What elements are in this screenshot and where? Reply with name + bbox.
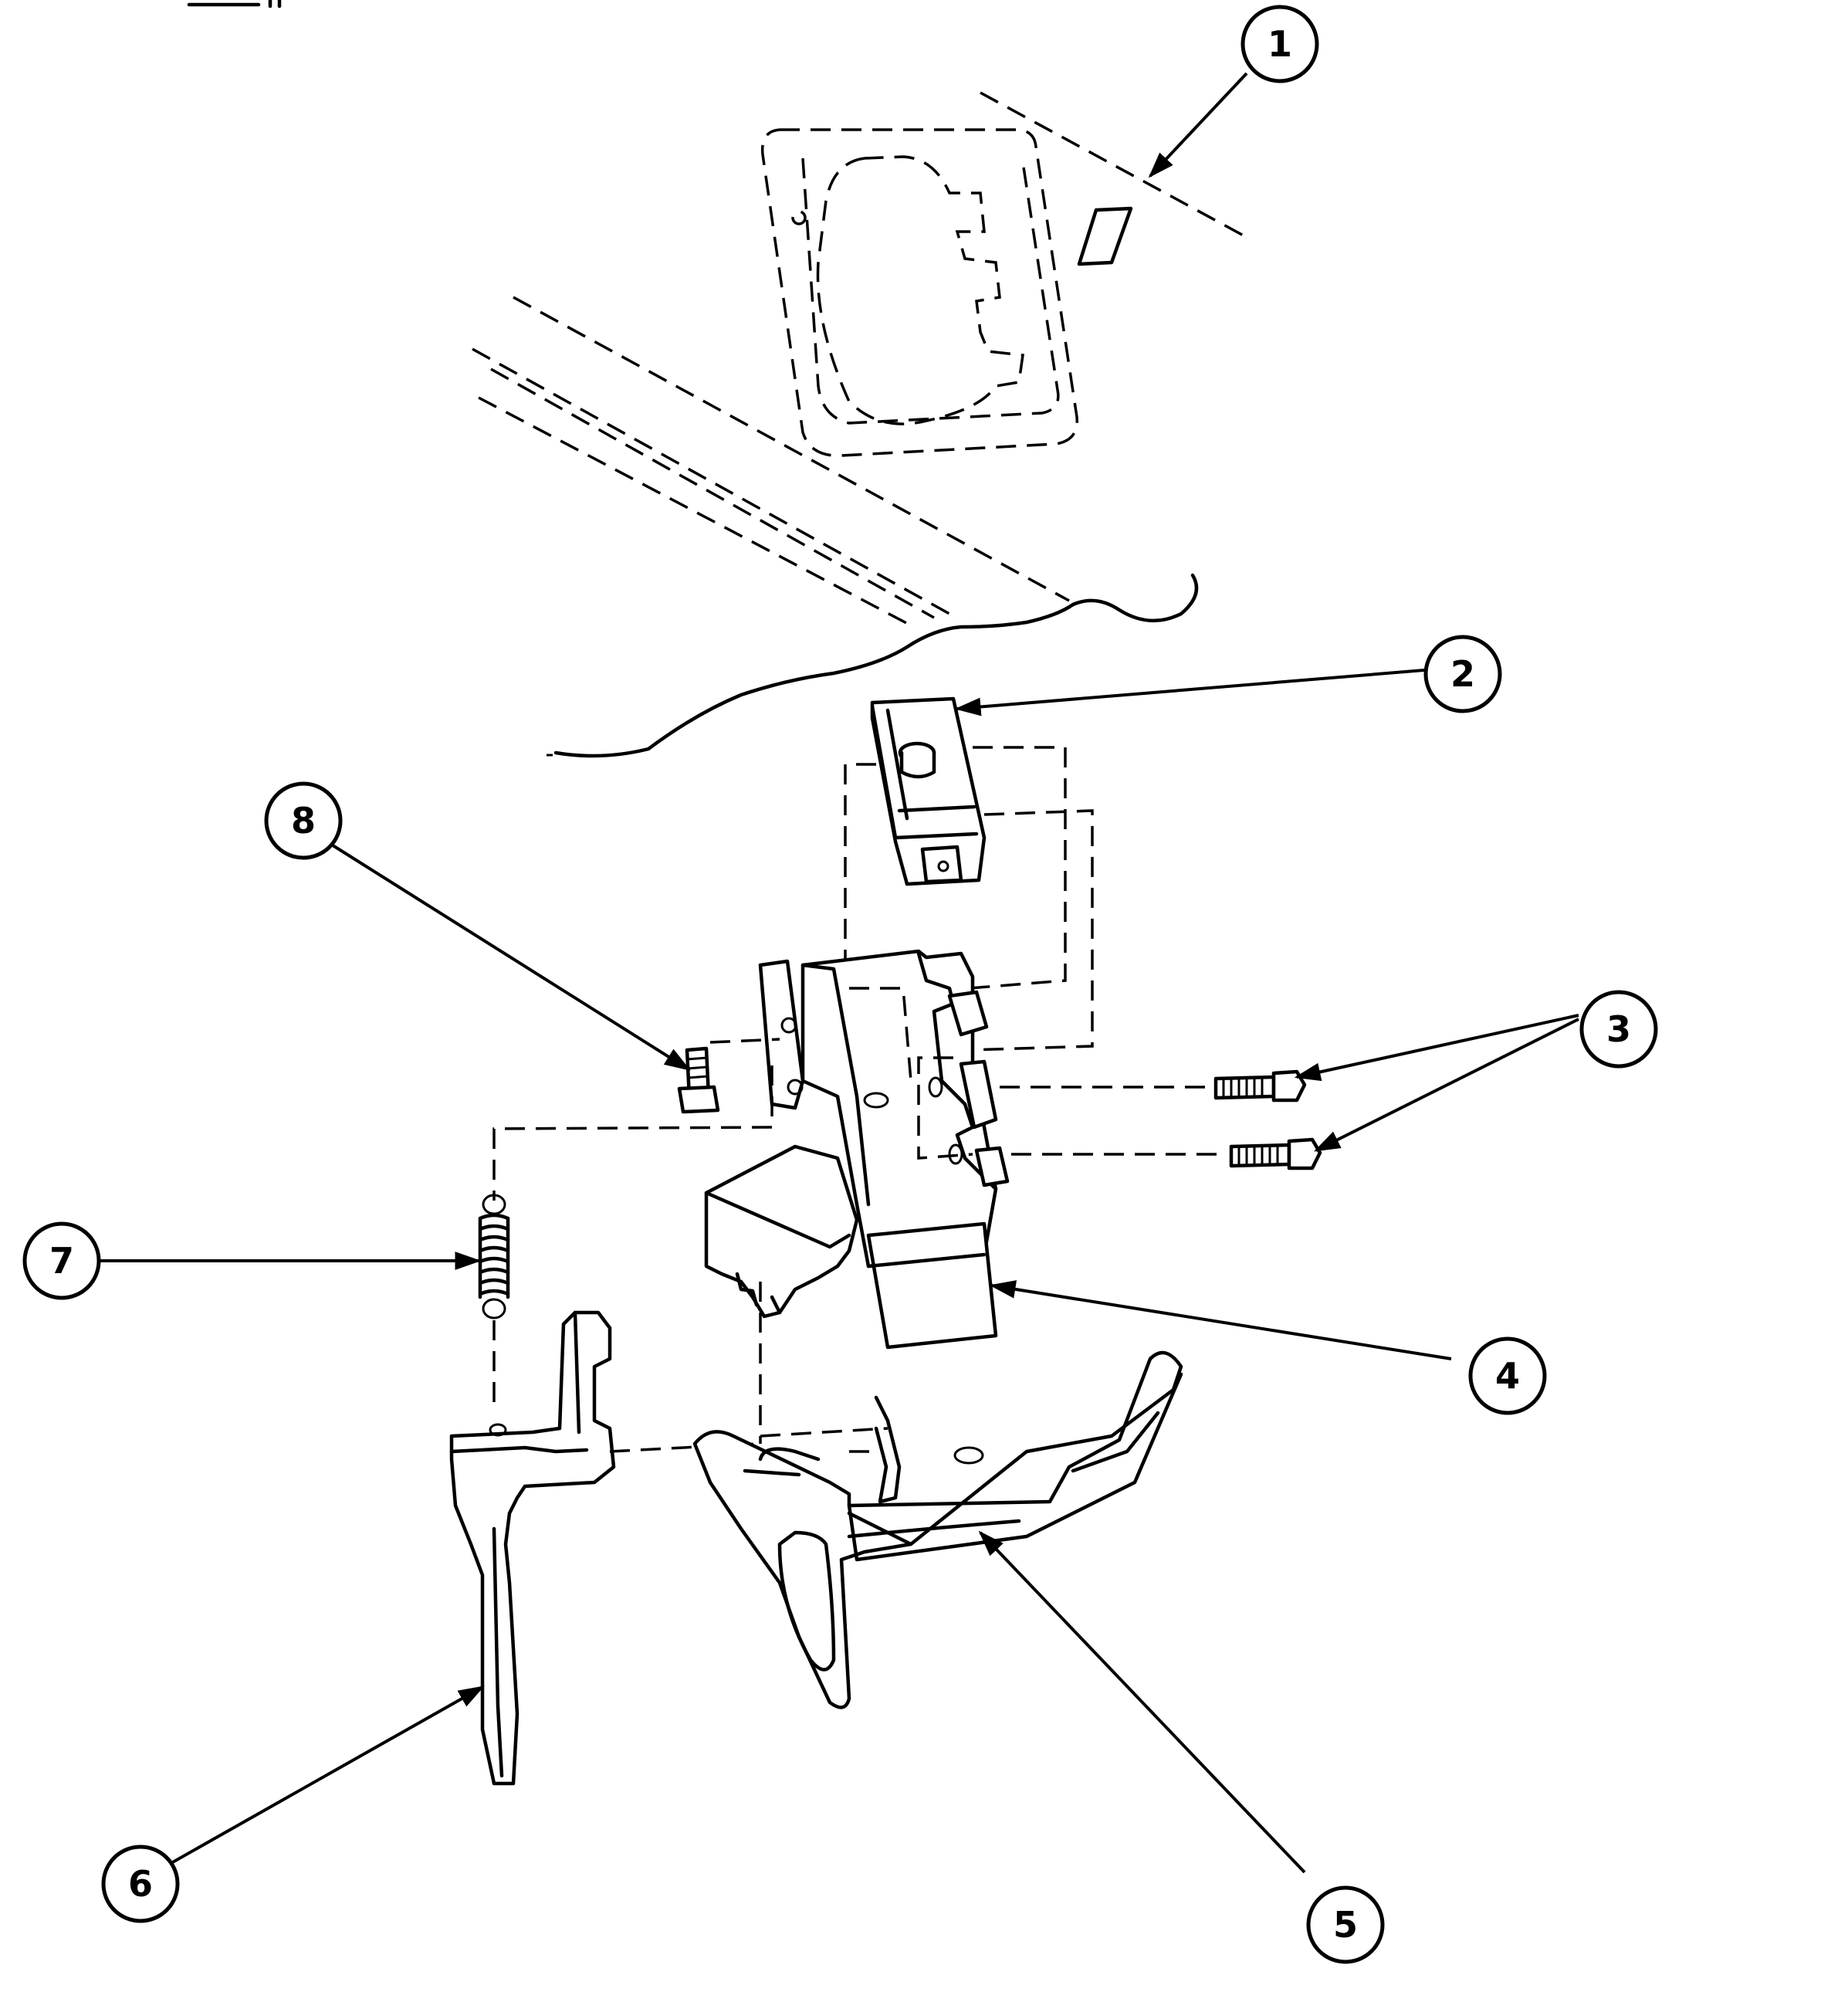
callout-6-label: 6 [128, 1863, 153, 1905]
part-4-bracket [704, 949, 1010, 1350]
callout-6: 6 [101, 1844, 180, 1923]
callout-2: 2 [1423, 635, 1502, 713]
part-6-lever [449, 1310, 757, 1786]
part-3-screws [1000, 1069, 1322, 1170]
callout-3: 3 [1579, 990, 1658, 1069]
callout-5: 5 [1306, 1885, 1385, 1964]
corner-mark [187, 0, 282, 8]
callout-4-label: 4 [1495, 1355, 1520, 1397]
cabinet-top-edge [472, 296, 1199, 758]
part-5-actuator [692, 1282, 1183, 1709]
callout-8-label: 8 [291, 800, 316, 842]
callout-2-label: 2 [1450, 653, 1475, 695]
part-7-spring [478, 1194, 510, 1413]
callout-7-label: 7 [49, 1240, 74, 1282]
part-2-switch [844, 696, 1094, 1081]
callout-3-label: 3 [1606, 1008, 1631, 1050]
callout-8: 8 [264, 781, 343, 860]
callout-4: 4 [1468, 1336, 1547, 1415]
callout-1-label: 1 [1268, 23, 1292, 65]
callout-5-label: 5 [1333, 1904, 1358, 1946]
callout-leaders [93, 72, 1579, 1874]
part-8-screw [492, 1038, 780, 1201]
callout-7: 7 [22, 1221, 101, 1300]
callout-1: 1 [1240, 5, 1319, 83]
part-1-top-plate [760, 91, 1251, 457]
